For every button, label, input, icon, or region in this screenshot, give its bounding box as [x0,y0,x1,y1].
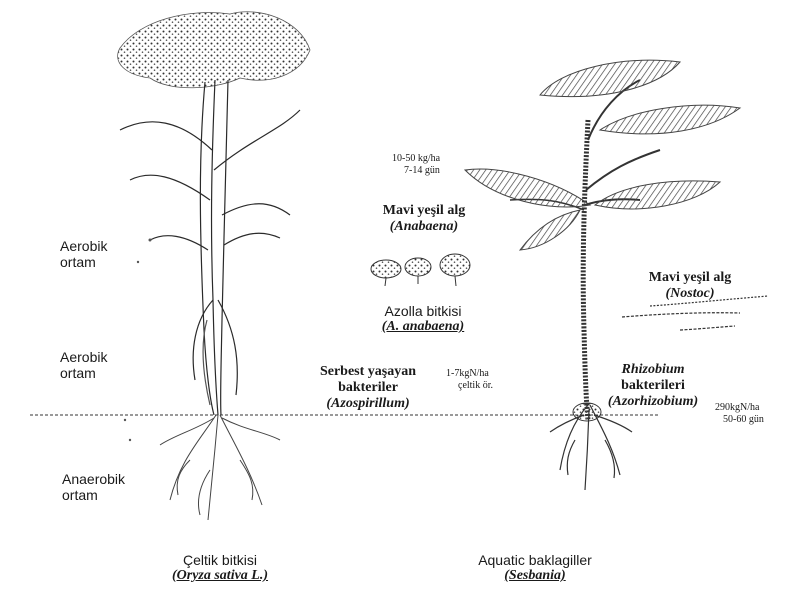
rice-caption-species: (Oryza sativa L.) [172,568,268,584]
azolla-species: (A. anabaena) [382,319,464,335]
zone-middle-line1: Aerobik [60,349,107,365]
rhizobium-word: bakterileri [608,378,698,394]
aquatic-caption-name: Aquatic baklagiller [478,552,592,568]
azolla-name: Azolla bitkisi [382,303,464,319]
sesbania-rate-line1: 10-50 kg/ha [392,153,440,165]
zone-middle-line2: ortam [60,365,107,381]
rice-roots [160,415,280,520]
zone-label-lower: Anaerobik ortam [62,471,125,503]
azolla-label: Azolla bitkisi (A. anabaena) [382,303,464,335]
azolla-plants [371,254,470,286]
rice-leaf [120,122,212,150]
rhizobium-rate: 290kgN/ha 50-60 gün [715,402,764,425]
rice-caption: Çeltik bitkisi (Oryza sativa L.) [172,552,268,584]
root-nodules [573,403,601,421]
azolla-plant-2 [405,258,431,276]
zone-upper-line2: ortam [60,254,107,270]
free-living-label: Serbest yaşayan bakteriler (Azospirillum… [320,364,416,412]
zone-label-middle: Aerobik ortam [60,349,107,381]
sesbania-rate: 10-50 kg/ha 7-14 gün [392,153,440,176]
anabaena-label: Mavi yeşil alg (Anabaena) [383,203,465,235]
sesbania-leaf [540,60,680,96]
rice-caption-name: Çeltik bitkisi [172,552,268,568]
anabaena-name: Mavi yeşil alg [383,203,465,219]
zone-lower-line2: ortam [62,487,125,503]
free-living-rate-value: 1-7kgN/ha [446,368,493,380]
nostoc-genus: (Nostoc) [649,286,731,302]
rice-panicle [118,12,310,88]
nostoc-label: Mavi yeşil alg (Nostoc) [649,270,731,302]
free-living-rate: 1-7kgN/ha çeltik ör. [446,368,493,391]
rhizobium-genus: Rhizobium [608,362,698,378]
rhizobium-days: 50-60 gün [715,414,764,426]
aquatic-caption-species: (Sesbania) [478,568,592,584]
azolla-plant-1 [371,260,401,278]
free-living-line2: bakteriler [320,380,416,396]
rice-stem [212,80,218,415]
sesbania-stem [583,120,588,420]
rhizobium-species: (Azorhizobium) [608,394,698,410]
anabaena-genus: (Anabaena) [383,219,465,235]
free-living-note: çeltik ör. [446,380,493,392]
nostoc-name: Mavi yeşil alg [649,270,731,286]
zone-lower-line1: Anaerobik [62,471,125,487]
free-living-genus: (Azospirillum) [320,396,416,412]
zone-upper-line1: Aerobik [60,238,107,254]
rhizobium-rate-value: 290kgN/ha [715,402,764,414]
azolla-plant-3 [440,254,470,276]
zone-label-upper: Aerobik ortam [60,238,107,270]
aquatic-caption: Aquatic baklagiller (Sesbania) [478,552,592,584]
rhizobium-label: Rhizobium bakterileri (Azorhizobium) [608,362,698,410]
sesbania-rate-line2: 7-14 gün [392,165,440,177]
free-living-line1: Serbest yaşayan [320,364,416,380]
rice-plant [118,12,310,520]
